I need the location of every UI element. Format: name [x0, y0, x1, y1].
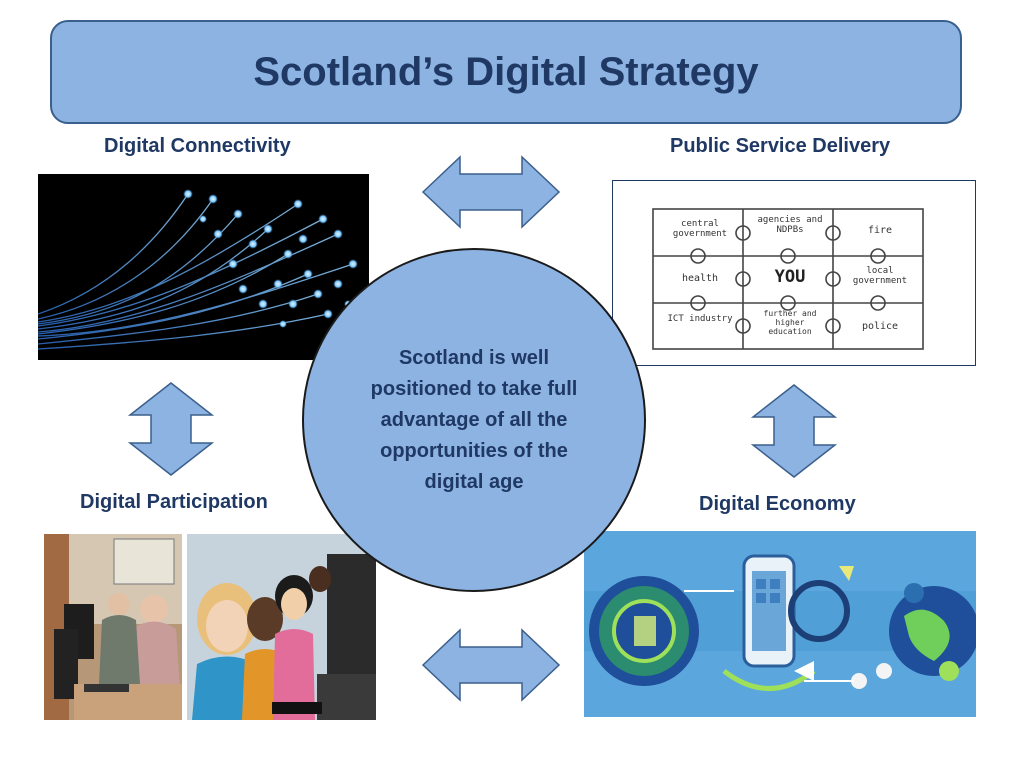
- double-arrow-bottom: [421, 628, 561, 702]
- digital-economy-image: [584, 531, 976, 717]
- puzzle-piece-fire: fire: [867, 225, 893, 236]
- double-arrow-right: [751, 384, 837, 478]
- fiber-optic-image: [38, 174, 369, 360]
- label-public-service-delivery: Public Service Delivery: [670, 135, 891, 157]
- title-banner: Scotland’s Digital Strategy: [50, 20, 962, 124]
- double-arrow-top: [421, 155, 561, 229]
- puzzle-piece-health: health: [681, 273, 719, 284]
- double-arrow-left: [128, 382, 214, 476]
- seniors-computers-image: [44, 534, 182, 720]
- puzzle-piece-local-government: local government: [852, 266, 908, 286]
- children-computers-image: [187, 534, 376, 720]
- label-digital-participation: Digital Participation: [80, 491, 268, 513]
- label-digital-connectivity: Digital Connectivity: [104, 135, 291, 157]
- puzzle-piece-central-government: central government: [672, 219, 728, 239]
- label-digital-economy: Digital Economy: [699, 493, 856, 515]
- page-title: Scotland’s Digital Strategy: [253, 49, 759, 94]
- puzzle-piece-agencies: agencies and NDPBs: [757, 215, 823, 235]
- puzzle-image: central government agencies and NDPBs fi…: [612, 180, 976, 366]
- center-statement: Scotland is well positioned to take full…: [370, 346, 578, 493]
- puzzle-piece-you: YOU: [774, 267, 806, 287]
- center-circle: Scotland is well positioned to take full…: [302, 248, 646, 592]
- puzzle-piece-further-higher-education: further and higher education: [763, 309, 817, 336]
- puzzle-piece-police: police: [861, 321, 899, 332]
- puzzle-piece-ict-industry: ICT industry: [667, 314, 733, 324]
